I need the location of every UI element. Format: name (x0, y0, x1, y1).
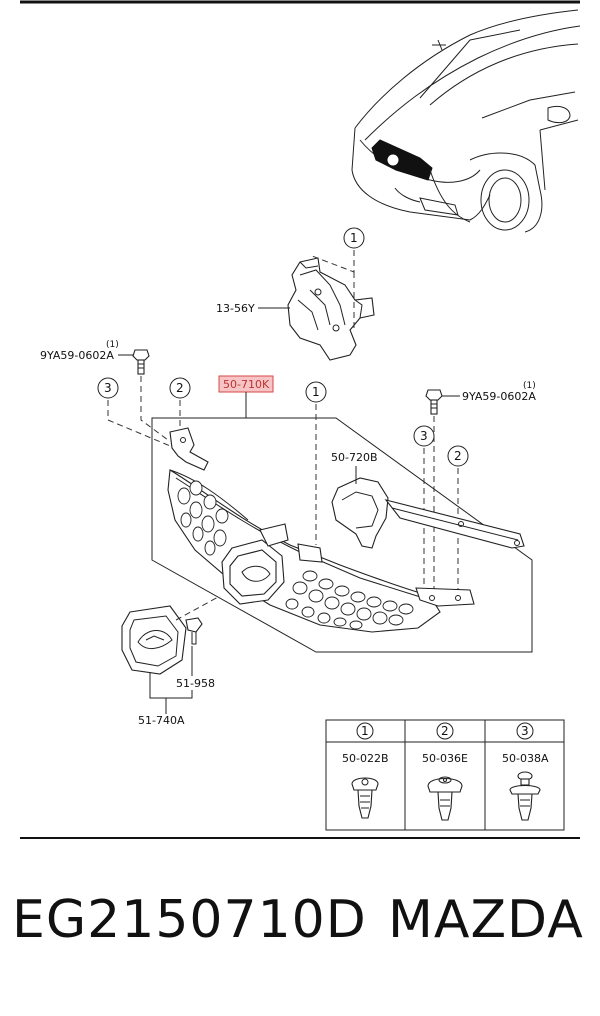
fastener-col-2: 2 50-036E (422, 722, 468, 821)
part-number: EG2150710D (12, 890, 367, 950)
fastener-code-1: 50-022B (342, 752, 389, 765)
label-bolt-left: 9YA59-0602A (40, 349, 114, 362)
svg-text:3: 3 (104, 381, 112, 395)
svg-text:2: 2 (176, 381, 184, 395)
emblem-clip-part (185, 617, 203, 645)
fastener-icon-3 (509, 771, 541, 821)
fastener-col-3: 3 50-038A (502, 722, 549, 821)
svg-text:2: 2 (454, 449, 462, 463)
grille-part (167, 469, 441, 633)
label-bolt-left-qty: (1) (106, 340, 119, 350)
callout-3-left: 3 (97, 377, 119, 399)
label-bolt-right: 9YA59-0602A (462, 390, 536, 403)
fastener-code-3: 50-038A (502, 752, 549, 765)
label-grille: 50-710K (223, 378, 270, 391)
callout-2-left: 2 (169, 377, 191, 399)
dash-emblem-clip (175, 595, 221, 621)
svg-text:1: 1 (312, 385, 320, 399)
fastener-col-1: 1 50-022B (342, 722, 389, 819)
brand-name: MAZDA (388, 890, 584, 950)
svg-text:3: 3 (420, 429, 428, 443)
callout-1-top: 1 (343, 227, 365, 249)
emblem-part (121, 605, 187, 675)
bolt-right (425, 389, 443, 415)
grille-mount-bracket (169, 427, 209, 471)
fastener-code-2: 50-036E (422, 752, 468, 765)
clip-bracket-part (287, 257, 375, 361)
leader-emblem (149, 672, 193, 714)
grille-mesh (177, 480, 414, 630)
bolt-left (132, 349, 150, 375)
label-bolt-right-qty: (1) (523, 381, 536, 391)
callout-3-right: 3 (413, 425, 435, 447)
side-bracket-part (331, 477, 525, 549)
fastener-icon-1 (351, 777, 379, 819)
grille-end-tab (415, 587, 475, 607)
svg-text:1: 1 (350, 231, 358, 245)
footer: EG2150710D MAZDA (0, 890, 600, 990)
dash-c1-bracket (311, 250, 355, 330)
label-emblem-clip: 51-958 (176, 677, 215, 690)
callout-1-mid: 1 (305, 381, 327, 403)
label-emblem: 51-740A (138, 714, 185, 727)
svg-text:3: 3 (521, 724, 529, 738)
svg-text:2: 2 (441, 724, 449, 738)
dash-bolt-left (140, 376, 169, 441)
grille-assembly-frame (151, 417, 533, 653)
car-illustration (351, 9, 581, 233)
label-side-bracket: 50-720B (331, 451, 378, 464)
dash-c3-left (107, 400, 176, 449)
label-clip-bracket: 13-56Y (216, 302, 255, 315)
fastener-icon-2 (427, 776, 463, 821)
callout-2-right: 2 (447, 445, 469, 467)
svg-text:1: 1 (361, 724, 369, 738)
